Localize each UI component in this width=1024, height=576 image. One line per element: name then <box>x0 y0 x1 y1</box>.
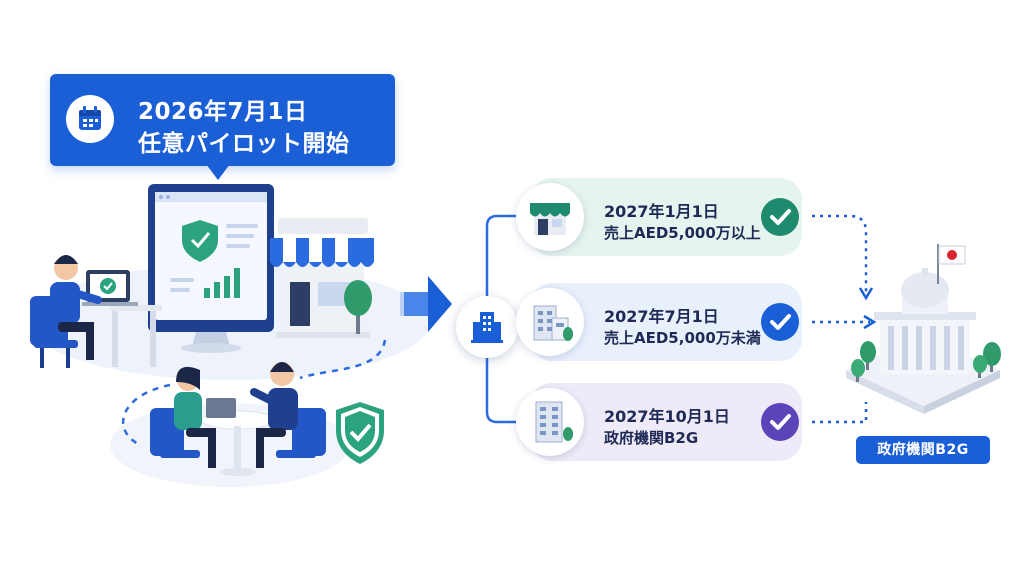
stage-label: 売上AED5,000万未満 <box>604 329 761 347</box>
stage-label: 政府機関B2G <box>604 429 699 447</box>
calendar-icon <box>66 95 114 143</box>
store-icon <box>516 183 584 251</box>
check-icon <box>761 303 799 341</box>
callout-tail <box>206 164 230 180</box>
security-shield-icon <box>336 402 384 464</box>
flow-arrow-icon <box>400 276 452 332</box>
government-building-illustration <box>846 244 1001 414</box>
office-building-icon <box>516 288 584 356</box>
monitor-illustration <box>148 184 274 353</box>
person-at-laptop-illustration <box>30 255 162 368</box>
pilot-start-date: 2026年7月1日 <box>138 99 308 125</box>
stage-date: 2027年7月1日 <box>604 307 719 326</box>
office-tower-icon <box>516 388 584 456</box>
stage-date: 2027年10月1日 <box>604 407 730 426</box>
stage-date: 2027年1月1日 <box>604 202 719 221</box>
stage-label: 売上AED5,000万以上 <box>604 224 761 242</box>
government-label: 政府機関B2G <box>856 436 990 464</box>
check-icon <box>761 403 799 441</box>
pilot-start-label: 任意パイロット開始 <box>138 131 350 157</box>
check-icon <box>761 198 799 236</box>
building-hub-icon <box>456 296 518 358</box>
meeting-illustration <box>150 362 326 476</box>
storefront-illustration <box>270 218 374 338</box>
